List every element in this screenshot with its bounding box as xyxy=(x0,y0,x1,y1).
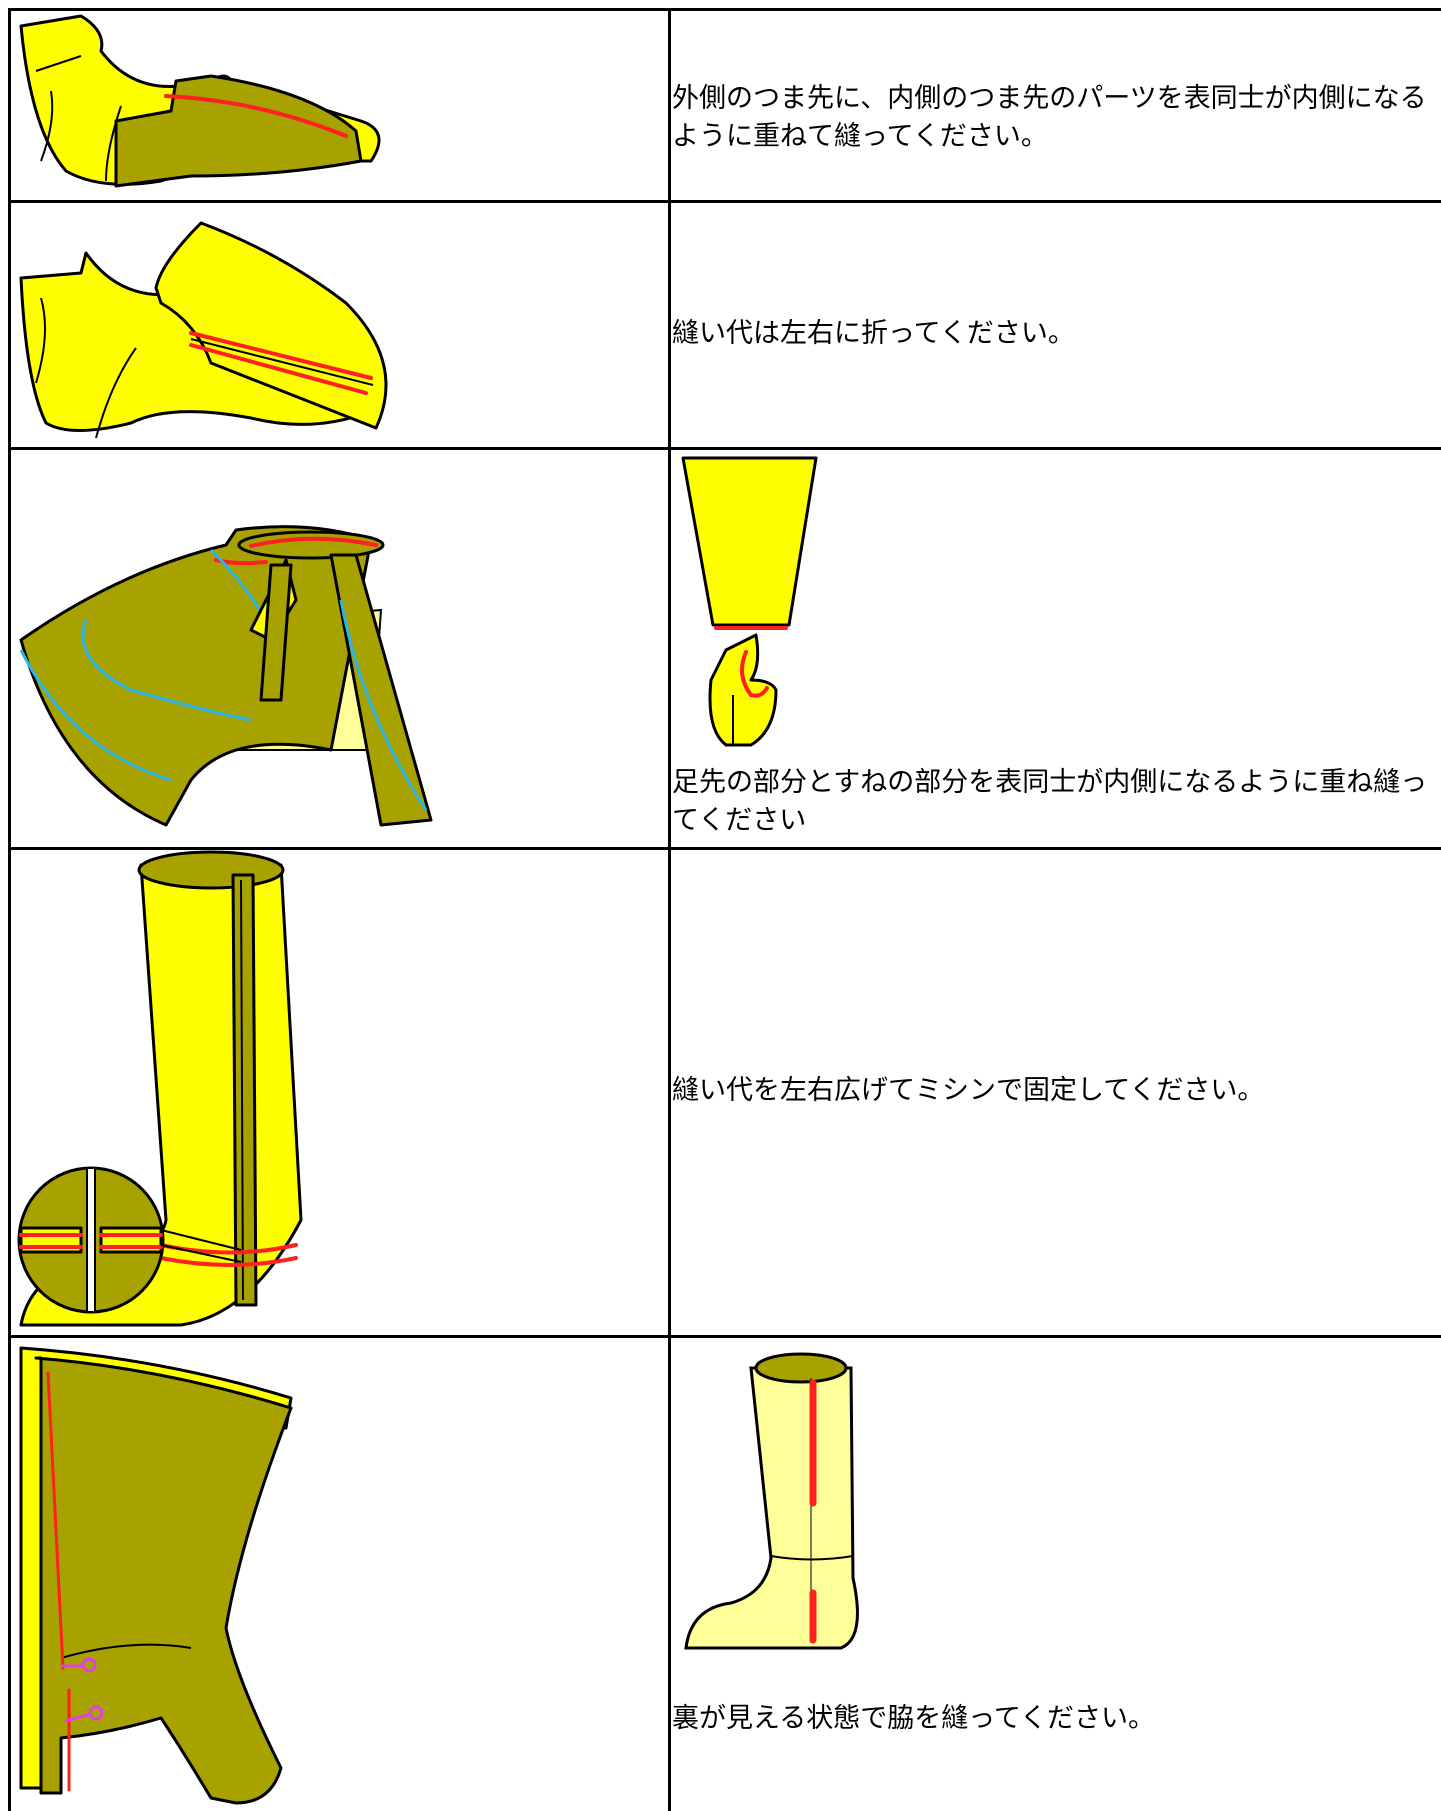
step-5-illustration xyxy=(11,1338,668,1811)
boot-parts-diagram xyxy=(681,456,818,747)
step-4-illustration xyxy=(11,850,668,1335)
step-5-diagram xyxy=(671,1338,1437,1658)
step-5-text: 裏が見える状態で脇を縫ってください。 xyxy=(672,1703,1156,1734)
shin-and-toe-sewn-image xyxy=(19,525,433,827)
table-border-top xyxy=(8,8,1441,11)
step-3-text: 足先の部分とすねの部分を表同士が内側になるように重ね縫ってください xyxy=(672,767,1428,836)
step-4-text: 縫い代を左右広げてミシンで固定してください。 xyxy=(672,1075,1265,1106)
step-2-text: 縫い代は左右に折ってください。 xyxy=(672,318,1075,349)
table-row-divider xyxy=(8,1335,1441,1338)
step-3-diagram xyxy=(671,450,1437,750)
boot-inside-out-pinned-image xyxy=(19,1346,293,1805)
table-column-divider xyxy=(668,8,671,1811)
inside-out-boot-diagram xyxy=(684,1352,859,1650)
table-border-left xyxy=(8,8,11,1811)
toe-pieces-overlap-image xyxy=(19,14,381,188)
step-3-illustration xyxy=(11,450,668,847)
folded-seam-allowance-image xyxy=(19,221,388,439)
table-row-divider xyxy=(8,200,1441,203)
table-row-divider xyxy=(8,447,1441,450)
step-1-illustration xyxy=(11,11,668,200)
sewn-boot-with-detail-image xyxy=(17,850,303,1327)
step-1-text: 外側のつま先に、内側のつま先のパーツを表同士が内側になるように重ねて縫ってくださ… xyxy=(672,83,1427,152)
table-row-divider xyxy=(8,847,1441,850)
step-2-illustration xyxy=(11,203,668,447)
